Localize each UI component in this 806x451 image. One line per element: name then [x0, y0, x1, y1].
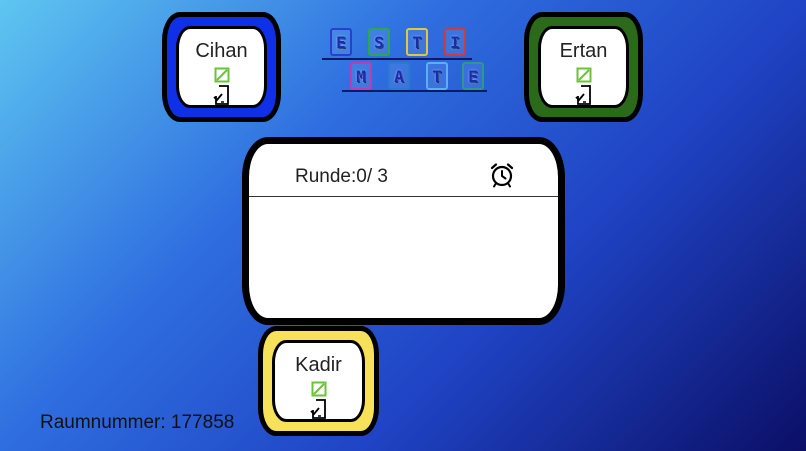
phone-check-icon [574, 85, 591, 105]
player-card-kadir: Kadir [258, 326, 379, 436]
logo-letter: E [330, 28, 352, 56]
player-card-inner: Cihan [176, 26, 267, 108]
edit-square-icon [214, 67, 229, 83]
alarm-clock-icon[interactable] [489, 162, 515, 188]
player-name: Cihan [195, 40, 248, 62]
logo-underline [342, 90, 487, 92]
edit-square-icon [311, 381, 326, 397]
logo-underline [322, 58, 472, 60]
player-name: Kadir [295, 354, 342, 376]
player-card-inner: Ertan [538, 26, 629, 108]
player-card-cihan: Cihan [162, 12, 281, 122]
logo-letter: S [368, 28, 390, 56]
player-card-inner: Kadir [272, 340, 365, 422]
player-card-ertan: Ertan [524, 12, 643, 122]
edit-square-icon [576, 67, 591, 83]
round-counter: Runde:0/ 3 [295, 166, 388, 187]
phone-check-icon [212, 85, 229, 105]
logo-letter: T [406, 28, 428, 56]
logo-letter: E [462, 62, 484, 90]
logo-letter: A [388, 62, 410, 90]
phone-check-icon [309, 399, 326, 419]
board-header: Runde:0/ 3 [249, 144, 558, 197]
logo-letter: M [350, 62, 372, 90]
logo-letter: I [444, 28, 466, 56]
player-name: Ertan [559, 40, 608, 62]
logo-letter: T [426, 62, 448, 90]
room-number: Raumnummer: 177858 [40, 412, 235, 433]
estimate-logo: E S T I M A T E [322, 26, 487, 96]
game-board: Runde:0/ 3 [242, 137, 565, 325]
